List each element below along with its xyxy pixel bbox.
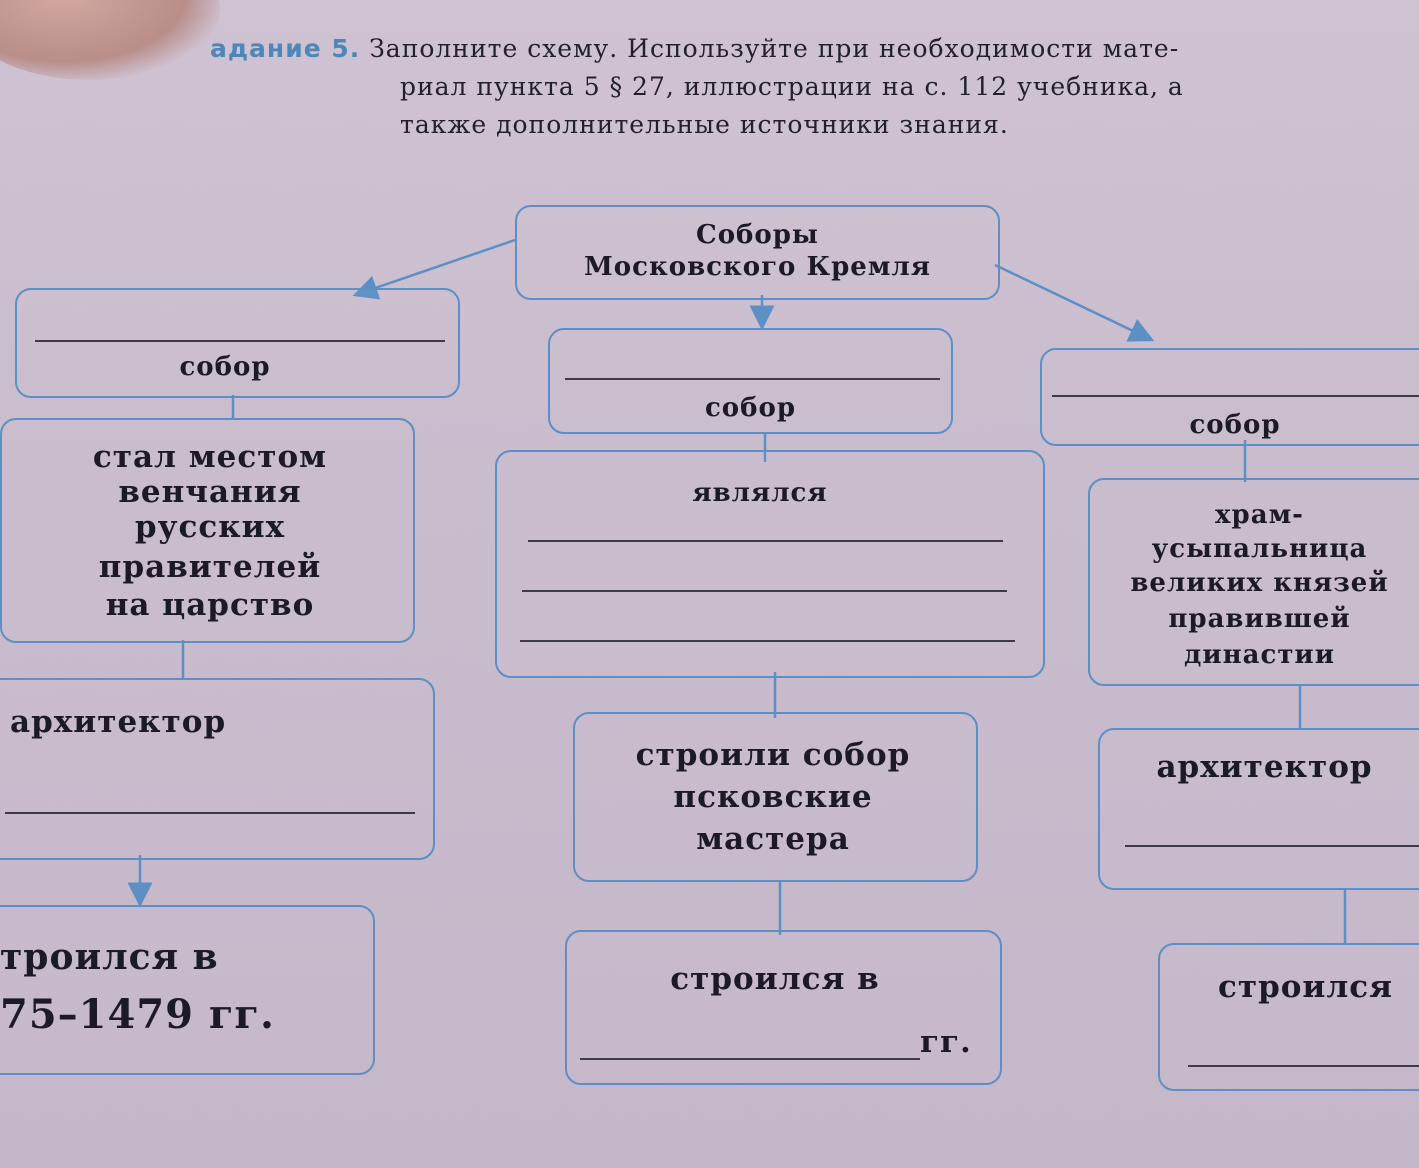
right-built-box [1158, 943, 1419, 1091]
middle-was-blank-1[interactable] [528, 540, 1003, 542]
left-fact-line-5: на царство [105, 587, 315, 623]
left-architect-box [0, 678, 435, 860]
middle-built-box [565, 930, 1002, 1085]
middle-title-blank[interactable] [565, 378, 940, 380]
right-fact-line-3: великих князей [1130, 568, 1389, 598]
middle-builders-line-3: мастера [696, 821, 850, 857]
arrow-to-left [352, 238, 516, 300]
middle-title-label: собор [704, 393, 797, 423]
left-fact-box [0, 418, 415, 643]
right-fact-line-5: династии [1184, 640, 1335, 670]
instruction-line-1: Заполните схему. Используйте при необход… [369, 34, 1180, 63]
right-architect-blank[interactable] [1125, 845, 1419, 847]
left-fact-line-1: стал местом [92, 439, 328, 475]
middle-builders-line-1: строили собор [635, 737, 911, 773]
right-fact-line-2: усыпальница [1151, 534, 1368, 564]
right-title-label: собор [1189, 410, 1281, 440]
left-title-blank[interactable] [35, 340, 445, 342]
top-title-line-2: Московского Кремля [584, 252, 931, 282]
top-box [515, 205, 1000, 300]
middle-was-box [495, 450, 1045, 678]
left-fact-line-4: правителей [98, 549, 322, 585]
left-title-label: собор [179, 352, 271, 382]
instruction-line-3: также дополнительные источники знания. [400, 110, 1009, 139]
middle-built-label: строился в [670, 961, 880, 997]
middle-was-label: являлся [692, 478, 828, 508]
middle-builders-box [573, 712, 978, 882]
instruction-line-2: риал пункта 5 § 27, иллюстрации на с. 11… [400, 72, 1184, 101]
right-built-label: строился [1218, 970, 1394, 1004]
middle-was-blank-3[interactable] [520, 640, 1015, 642]
middle-title-box [548, 328, 953, 434]
left-built-line-2: 75–1479 гг. [0, 991, 275, 1038]
task-header: адание 5. Заполните схему. Используйте п… [210, 30, 1380, 144]
task-label: адание 5. [210, 34, 361, 63]
right-fact-line-1: храм- [1215, 500, 1304, 530]
right-architect-label: архитектор [1156, 750, 1373, 784]
middle-builders-line-2: псковские [673, 779, 873, 815]
middle-built-blank[interactable] [580, 1058, 920, 1060]
right-fact-box [1088, 478, 1419, 686]
left-title-box [15, 288, 460, 398]
right-architect-box [1098, 728, 1419, 890]
left-built-box [0, 905, 375, 1075]
right-title-box [1040, 348, 1419, 446]
middle-was-blank-2[interactable] [522, 590, 1007, 592]
right-built-blank[interactable] [1188, 1065, 1419, 1067]
left-fact-line-3: русских [134, 509, 286, 545]
left-architect-blank[interactable] [5, 812, 415, 814]
arrow-to-right [994, 263, 1155, 342]
left-built-line-1: троился в [0, 936, 219, 978]
left-architect-label: архитектор [10, 704, 227, 740]
top-title-line-1: Соборы [696, 220, 819, 250]
middle-years-suffix: гг. [920, 1024, 972, 1060]
right-title-blank[interactable] [1052, 395, 1419, 397]
right-fact-line-4: правившей [1168, 604, 1351, 634]
left-fact-line-2: венчания [118, 474, 302, 510]
